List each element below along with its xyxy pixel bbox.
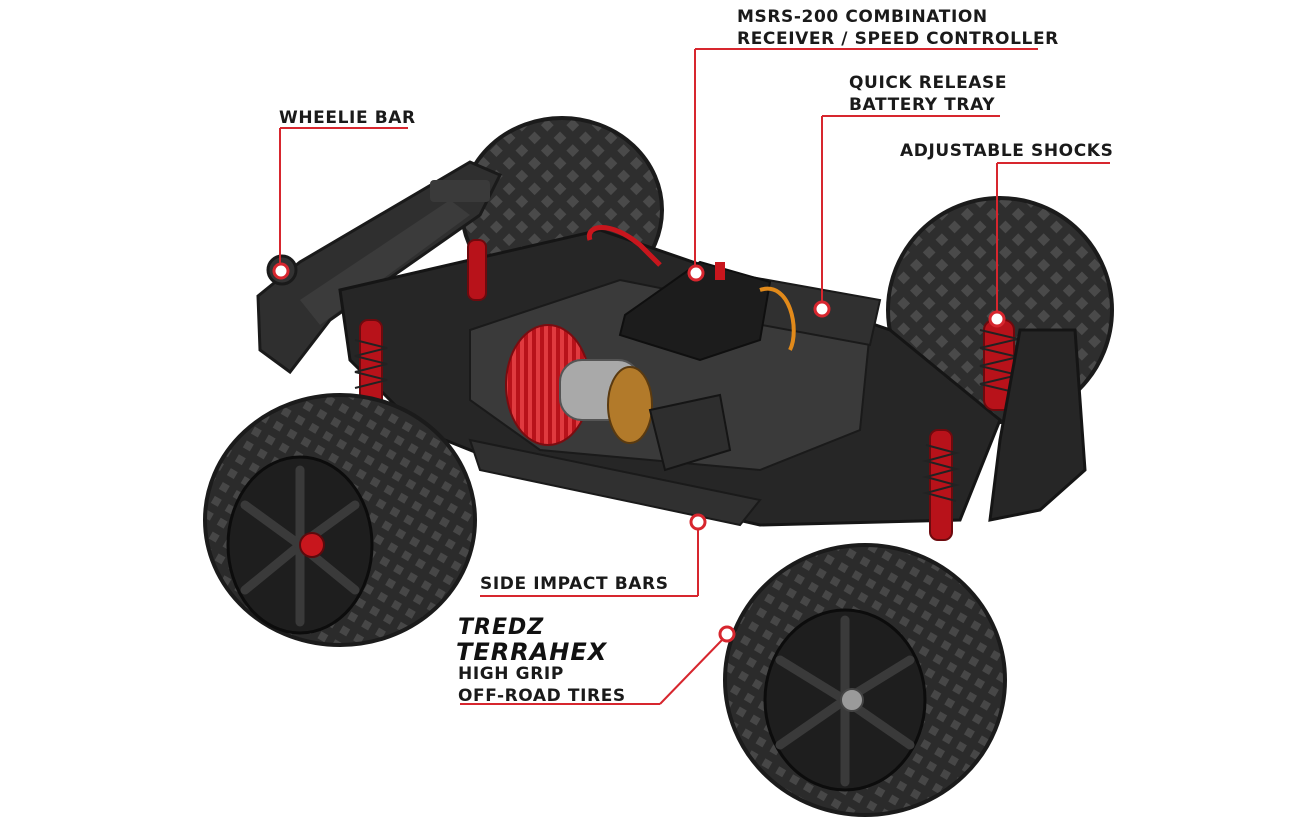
side-impact-label-line1: SIDE IMPACT BARS [480,574,669,594]
tredz-logo-text: TREDZ [458,615,545,640]
receiver-label-line2: RECEIVER / SPEED CONTROLLER [737,29,1059,49]
motor [505,324,732,472]
callout-wheelie-label: WHEELIE BAR [279,107,416,129]
tires-label-line2: OFF-ROAD TIRES [458,686,626,706]
front-shocks [922,319,1019,541]
receiver-speed-controller [586,225,796,362]
wheelie-label-line1: WHEELIE BAR [279,108,416,128]
terrahex-logo-text: TERRAHEX [456,638,608,666]
receiver-label-line1: MSRS-200 COMBINATION [737,7,988,27]
shocks-label-line1: ADJUSTABLE SHOCKS [900,141,1114,161]
front-left-wheel [723,543,1007,817]
battery-label-line2: BATTERY TRAY [849,95,996,115]
callout-shocks-label: ADJUSTABLE SHOCKS [900,140,1113,162]
rear-left-wheel [203,393,477,647]
callout-tires-label: HIGH GRIP OFF-ROAD TIRES [458,663,626,707]
callout-lines [279,48,1110,705]
callout-battery-label: QUICK RELEASE BATTERY TRAY [849,72,1007,116]
callout-receiver-label: MSRS-200 COMBINATION RECEIVER / SPEED CO… [737,6,1059,50]
callout-side-impact-label: SIDE IMPACT BARS [480,573,669,595]
front-bumper [988,328,1087,522]
tires-label-line1: HIGH GRIP [458,664,564,684]
rear-shocks [354,239,487,411]
battery-label-line1: QUICK RELEASE [849,73,1008,93]
callout-markers [272,262,1006,643]
